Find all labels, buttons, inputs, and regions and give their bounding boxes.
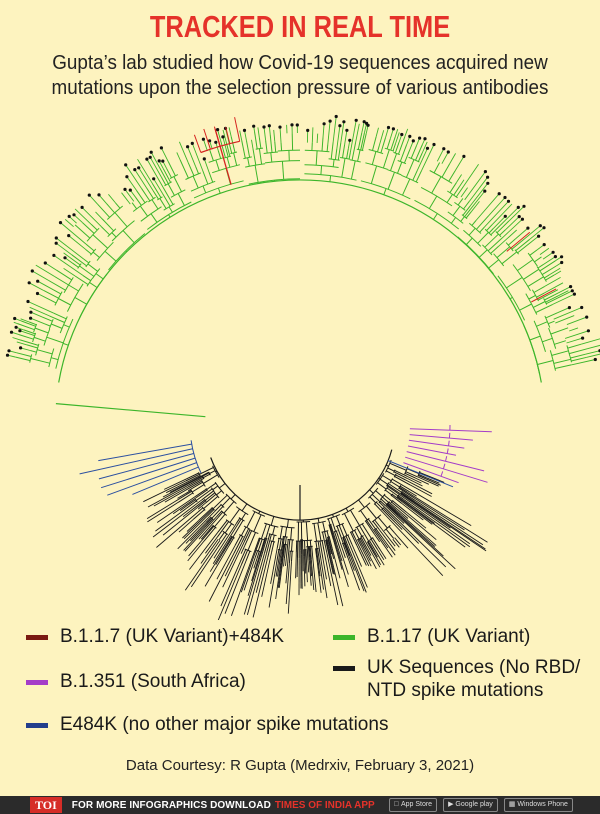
legend-item-e484k: E484K (no other major spike mutations <box>26 713 388 736</box>
tree-clade-uk-sequences <box>143 449 488 620</box>
tree-clade-b117 <box>5 114 600 418</box>
google-play-badge[interactable]: ▶ Google play <box>443 798 498 812</box>
legend-item-uk-sequences: UK Sequences (No RBD/ NTD spike mutation… <box>333 656 580 702</box>
legend-label-e484k: E484K (no other major spike mutations <box>60 714 389 735</box>
legend-swatch-b117-484k <box>26 635 48 640</box>
legend-item-b1351: B.1.351 (South Africa) <box>26 670 246 693</box>
play-icon: ▶ <box>448 801 453 808</box>
legend-swatch-e484k <box>26 723 48 728</box>
legend-label-uk-line-1: UK Sequences (No RBD/ <box>367 657 581 678</box>
legend-label-b117: B.1.17 (UK Variant) <box>367 626 531 647</box>
toi-logo: TOI <box>30 797 62 813</box>
legend-item-b117-484k: B.1.1.7 (UK Variant)+484K <box>26 625 284 648</box>
apple-icon:  <box>394 801 399 808</box>
tree-clade-highlights <box>79 117 557 496</box>
legend-label-b1351: B.1.351 (South Africa) <box>60 671 246 692</box>
subtitle-line-1: Gupta’s lab studied how Covid-19 sequenc… <box>52 51 548 74</box>
footer-brand-text[interactable]: TIMES OF INDIA APP <box>274 799 375 811</box>
legend-label-b117-484k: B.1.1.7 (UK Variant)+484K <box>60 626 285 647</box>
legend-item-b117: B.1.17 (UK Variant) <box>333 625 530 648</box>
legend-label-uk-line-2: NTD spike mutations <box>367 680 544 701</box>
phylogenetic-tree <box>5 114 600 620</box>
legend-swatch-b117 <box>333 635 355 640</box>
legend-label-uk-sequences: UK Sequences (No RBD/ NTD spike mutation… <box>367 656 580 702</box>
page-title: TRACKED IN REAL TIME <box>149 9 451 44</box>
windows-icon: ▦ <box>509 801 516 808</box>
legend-swatch-uk-sequences <box>333 666 355 671</box>
app-store-badge[interactable]:  App Store <box>388 798 438 812</box>
data-courtesy: Data Courtesy: R Gupta (Medrxiv, Februar… <box>125 757 475 774</box>
subtitle-line-2: mutations upon the selection pressure of… <box>51 76 549 99</box>
footer-bar: TOI FOR MORE INFOGRAPHICS DOWNLOAD TIMES… <box>0 796 600 814</box>
legend-swatch-b1351 <box>26 680 48 685</box>
windows-phone-badge[interactable]: ▦ Windows Phone <box>503 798 573 812</box>
footer-promo-text: FOR MORE INFOGRAPHICS DOWNLOAD <box>71 799 271 811</box>
page-subtitle: Gupta’s lab studied how Covid-19 sequenc… <box>42 50 557 100</box>
